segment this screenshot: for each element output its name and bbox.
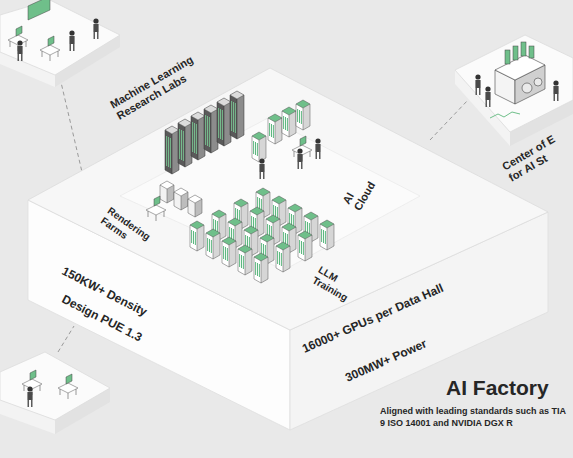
standards-caption: Aligned with leading standards such as T… [380, 406, 566, 429]
diagram-title: AI Factory [446, 376, 549, 401]
